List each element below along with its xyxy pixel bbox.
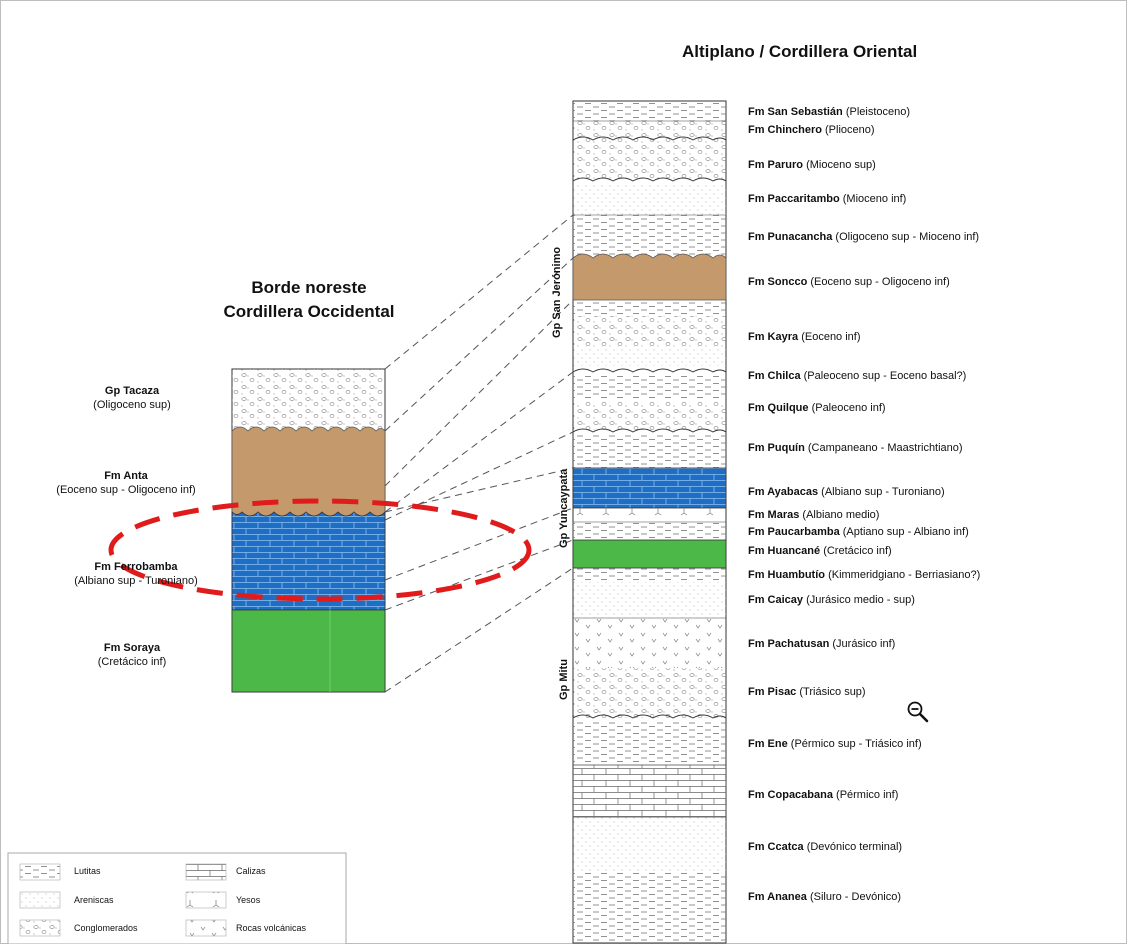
right-label: Fm Paccaritambo (Mioceno inf): [748, 193, 907, 205]
right-label: Fm Soncco (Eoceno sup - Oligoceno inf): [748, 276, 950, 288]
right-label: Fm Chinchero (Plioceno): [748, 124, 875, 136]
legend-box: [7, 852, 347, 944]
left-label-ferrobamba: Fm Ferrobamba (Albiano sup - Turoniano): [40, 560, 232, 588]
left-label-age: (Eoceno sup - Oligoceno inf): [56, 484, 196, 496]
right-label: Fm Caicay (Jurásico medio - sup): [748, 594, 915, 606]
right-label: Fm Paruro (Mioceno sup): [748, 159, 876, 171]
right-label: Fm Punacancha (Oligoceno sup - Mioceno i…: [748, 231, 980, 243]
legend-swatch-conglomerados: [19, 919, 61, 937]
right-label: Fm Kayra (Eoceno inf): [748, 331, 861, 343]
correlation-lines: [384, 214, 574, 693]
right-column: [572, 100, 727, 944]
left-column-title-line1: Borde noreste: [251, 278, 367, 297]
right-label: Fm Paucarbamba (Aptiano sup - Albiano in…: [748, 526, 969, 538]
right-label: Fm Copacabana (Pérmico inf): [748, 789, 899, 801]
legend-label-rocas-volcanicas: Rocas volcánicas: [236, 923, 307, 933]
left-column: [231, 368, 386, 693]
right-soncco-layer: [572, 253, 727, 301]
legend-label-yesos: Yesos: [236, 895, 261, 905]
right-ayabacas-layer: [572, 467, 727, 509]
left-label-name: Fm Anta: [104, 470, 148, 482]
legend-label-areniscas: Areniscas: [74, 895, 114, 905]
legend-label-calizas: Calizas: [236, 866, 266, 876]
right-label: Fm Huambutío (Kimmeridgiano - Berriasian…: [748, 569, 981, 581]
right-label: Fm Quilque (Paleoceno inf): [748, 402, 886, 414]
left-label-tacaza: Gp Tacaza (Oligoceno sup): [52, 384, 212, 412]
left-soraya-layer: [231, 609, 386, 693]
left-label-name: Fm Ferrobamba: [94, 561, 178, 573]
right-label: Fm Ene (Pérmico sup - Triásico inf): [748, 738, 922, 750]
legend-swatch-areniscas: [19, 891, 61, 909]
right-label: Fm Chilca (Paleoceno sup - Eoceno basal?…: [748, 370, 967, 382]
legend-swatch-calizas: [185, 863, 227, 881]
right-label: Fm Ccatca (Devónico terminal): [748, 841, 903, 853]
left-label-age: (Albiano sup - Turoniano): [74, 575, 198, 587]
group-label-yuncaypata: Gp Yuncaypata: [558, 468, 570, 548]
right-label: Fm Pisac (Triásico sup): [748, 686, 866, 698]
left-label-name: Fm Soraya: [103, 642, 161, 654]
zoom-out-icon[interactable]: [906, 700, 930, 724]
legend-swatch-yesos: [185, 891, 227, 909]
right-label: Fm Ananea (Siluro - Devónico): [748, 891, 902, 903]
highlight-ellipse: [108, 498, 532, 602]
right-label: Fm Pachatusan (Jurásico inf): [748, 638, 896, 650]
right-label: Fm Puquín (Campaneano - Maastrichtiano): [748, 442, 963, 454]
legend-swatch-lutitas: [19, 863, 61, 881]
left-column-title-line2: Cordillera Occidental: [223, 302, 395, 321]
right-huancane-layer: [572, 539, 727, 569]
group-label-mitu: Gp Mitu: [558, 659, 570, 700]
right-label: Fm Huancané (Cretácico inf): [748, 545, 892, 557]
left-label-age: (Cretácico inf): [97, 656, 167, 668]
right-label: Fm Maras (Albiano medio): [748, 509, 880, 521]
right-column-title: Altiplano / Cordillera Oriental: [682, 42, 918, 61]
left-tacaza-layer: [232, 369, 385, 431]
right-label: Fm San Sebastián (Pleistoceno): [748, 106, 911, 118]
group-label-san-jeronimo: Gp San Jerónimo: [551, 246, 563, 338]
right-label: Fm Ayabacas (Albiano sup - Turoniano): [748, 486, 945, 498]
left-label-anta: Fm Anta (Eoceno sup - Oligoceno inf): [20, 469, 232, 497]
left-label-name: Gp Tacaza: [104, 385, 160, 397]
left-label-soraya: Fm Soraya (Cretácico inf): [52, 641, 212, 669]
legend-label-conglomerados: Conglomerados: [74, 923, 138, 933]
legend-swatch-rocas-volcanicas: [185, 919, 227, 937]
left-label-age: (Oligoceno sup): [93, 399, 171, 411]
legend-label-lutitas: Lutitas: [74, 866, 101, 876]
left-ferrobamba-layer: [231, 510, 386, 611]
